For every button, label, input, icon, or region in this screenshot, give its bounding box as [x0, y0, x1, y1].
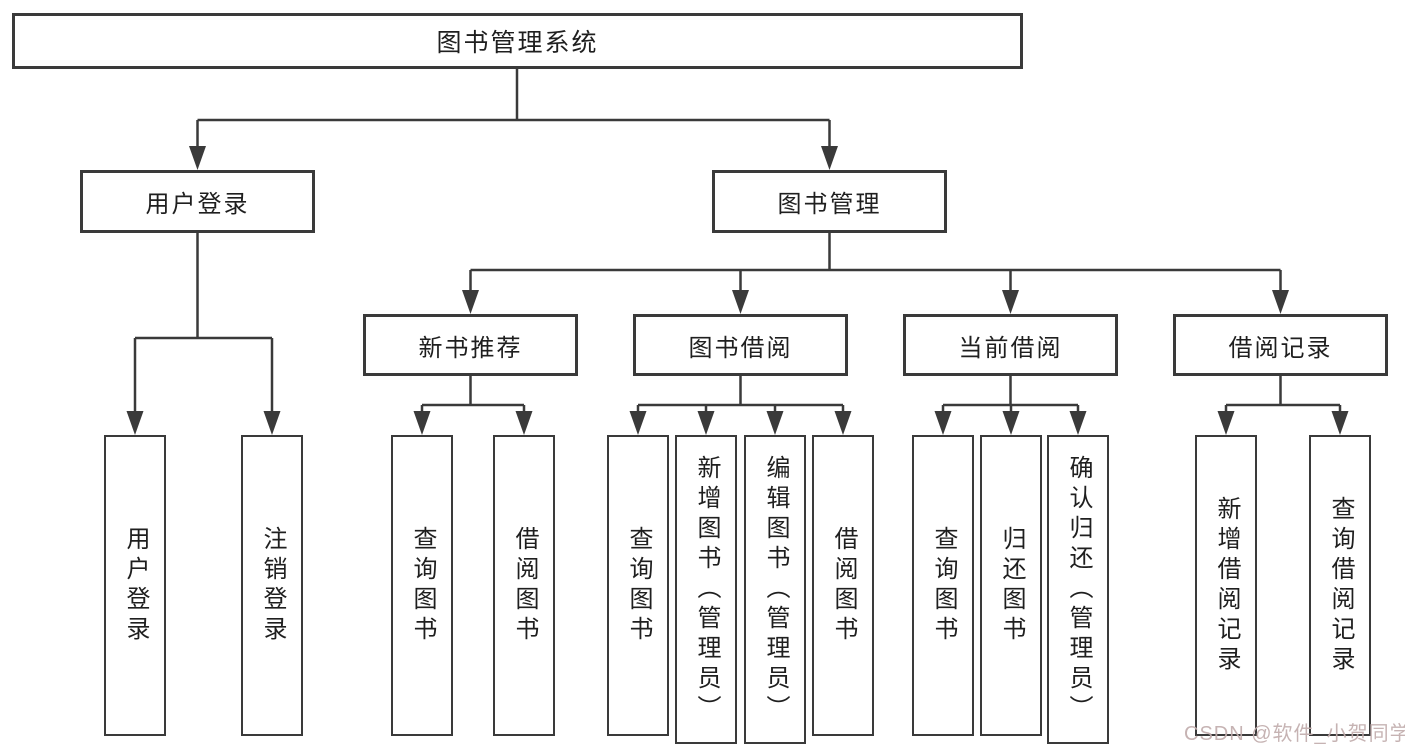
node-current-borrow: 当前借阅 [903, 314, 1118, 376]
csdn-watermark: CSDN @软件_小贺同学 [1184, 723, 1405, 745]
leaf-return-book: 归还图书 [980, 435, 1042, 736]
leaf-current-query-book-label: 查询图书 [930, 525, 957, 646]
node-new-book-recommend: 新书推荐 [363, 314, 578, 376]
leaf-logout: 注销登录 [241, 435, 303, 736]
leaf-add-borrow-record: 新增借阅记录 [1195, 435, 1257, 736]
node-book-borrow: 图书借阅 [633, 314, 848, 376]
leaf-confirm-return-admin: 确认归还（管理员） [1047, 435, 1109, 744]
leaf-query-borrow-record: 查询借阅记录 [1309, 435, 1371, 736]
node-book-management-branch: 图书管理 [712, 170, 947, 233]
leaf-add-borrow-record-label: 新增借阅记录 [1213, 495, 1240, 676]
leaf-newbook-query: 查询图书 [391, 435, 453, 736]
node-root-system: 图书管理系统 [12, 13, 1023, 69]
leaf-user-login-label: 用户登录 [122, 525, 149, 646]
leaf-borrow-book: 借阅图书 [812, 435, 874, 736]
leaf-add-book-admin-label: 新增图书（管理员） [693, 454, 720, 725]
leaf-newbook-borrow: 借阅图书 [493, 435, 555, 736]
leaf-logout-label: 注销登录 [259, 525, 286, 646]
leaf-query-borrow-record-label: 查询借阅记录 [1327, 495, 1354, 676]
leaf-edit-book-admin-label: 编辑图书（管理员） [762, 454, 789, 725]
leaf-add-book-admin: 新增图书（管理员） [675, 435, 737, 744]
leaf-return-book-label: 归还图书 [998, 525, 1025, 646]
node-borrow-record: 借阅记录 [1173, 314, 1388, 376]
leaf-user-login: 用户登录 [104, 435, 166, 736]
leaf-current-query-book: 查询图书 [912, 435, 974, 736]
leaf-edit-book-admin: 编辑图书（管理员） [744, 435, 806, 744]
leaf-newbook-borrow-label: 借阅图书 [511, 525, 538, 646]
node-user-login-branch: 用户登录 [80, 170, 315, 233]
leaf-borrow-query-book: 查询图书 [607, 435, 669, 736]
leaf-borrow-book-label: 借阅图书 [830, 525, 857, 646]
leaf-newbook-query-label: 查询图书 [409, 525, 436, 646]
leaf-confirm-return-admin-label: 确认归还（管理员） [1065, 454, 1092, 725]
leaf-borrow-query-book-label: 查询图书 [625, 525, 652, 646]
